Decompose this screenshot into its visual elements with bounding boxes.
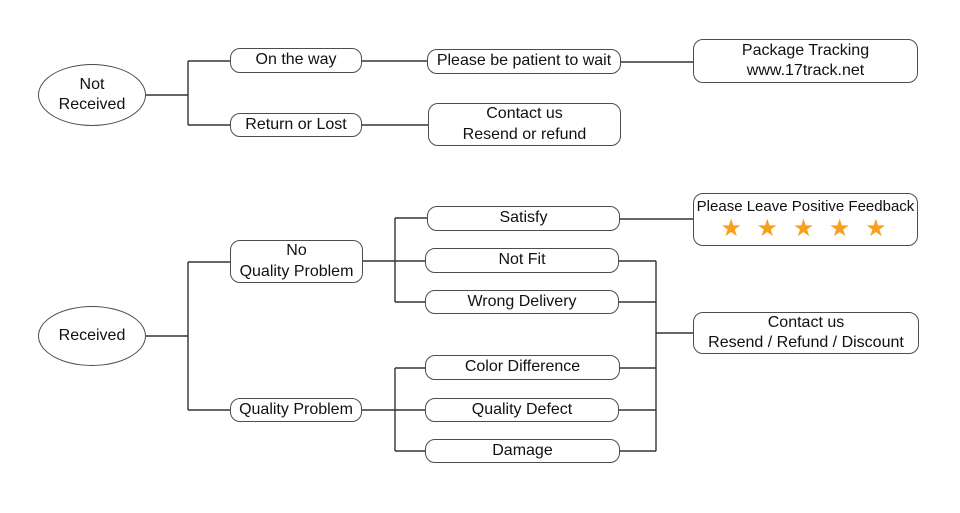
- node-wrong-delivery-label: Wrong Delivery: [467, 292, 577, 310]
- node-quality-problem-label: Quality Problem: [239, 400, 353, 418]
- node-not-received: Not Received: [38, 64, 146, 126]
- connector-no-quality-problem-branch: [363, 217, 427, 303]
- node-please-be-patient: Please be patient to wait: [427, 49, 621, 74]
- node-received-label: Received: [58, 326, 126, 344]
- node-not-received-label-line2: Received: [58, 96, 126, 113]
- node-package-tracking: Package Tracking www.17track.net: [693, 39, 918, 83]
- node-satisfy: Satisfy: [427, 206, 620, 231]
- node-wrong-delivery: Wrong Delivery: [425, 290, 619, 314]
- node-quality-defect: Quality Defect: [425, 398, 619, 422]
- node-contact-us-bottom-label-line2: Resend / Refund / Discount: [708, 334, 904, 351]
- node-positive-feedback: Please Leave Positive Feedback ★ ★ ★ ★ ★: [693, 193, 918, 246]
- node-contact-us-bottom: Contact us Resend / Refund / Discount: [693, 312, 919, 354]
- node-no-quality-problem-label-line1: No: [286, 242, 307, 260]
- node-on-the-way-label: On the way: [255, 51, 337, 69]
- node-contact-us-bottom-label-line1: Contact us: [767, 313, 845, 331]
- node-contact-us-top-label-line1: Contact us: [486, 105, 563, 123]
- node-please-be-patient-label: Please be patient to wait: [436, 52, 612, 70]
- node-on-the-way: On the way: [230, 48, 362, 73]
- node-damage: Damage: [425, 439, 620, 463]
- node-quality-defect-label: Quality Defect: [471, 400, 573, 418]
- node-package-tracking-url: www.17track.net: [746, 62, 865, 79]
- node-color-difference: Color Difference: [425, 355, 620, 380]
- node-return-or-lost-label: Return or Lost: [245, 115, 347, 133]
- connector-merge-to-contact-bottom: [619, 260, 693, 452]
- connector-not-received-branch: [146, 60, 230, 126]
- node-no-quality-problem: No Quality Problem: [230, 240, 363, 283]
- node-return-or-lost: Return or Lost: [230, 113, 362, 137]
- node-contact-us-top: Contact us Resend or refund: [428, 103, 621, 146]
- connector-quality-problem-branch: [362, 367, 425, 452]
- connector-received-branch: [146, 261, 230, 411]
- node-positive-feedback-label: Please Leave Positive Feedback: [696, 198, 915, 216]
- node-quality-problem: Quality Problem: [230, 398, 362, 422]
- node-damage-label: Damage: [492, 441, 553, 459]
- node-not-fit: Not Fit: [425, 248, 619, 273]
- node-no-quality-problem-label-line2: Quality Problem: [239, 262, 354, 280]
- node-contact-us-top-label-line2: Resend or refund: [462, 125, 587, 143]
- node-not-fit-label: Not Fit: [498, 251, 546, 269]
- node-received: Received: [38, 306, 146, 366]
- node-satisfy-label: Satisfy: [499, 209, 548, 227]
- node-not-received-label-line1: Not: [79, 75, 105, 93]
- node-color-difference-label: Color Difference: [464, 358, 581, 376]
- star-rating-icons: ★ ★ ★ ★ ★: [720, 214, 891, 242]
- node-package-tracking-label-line1: Package Tracking: [741, 41, 870, 59]
